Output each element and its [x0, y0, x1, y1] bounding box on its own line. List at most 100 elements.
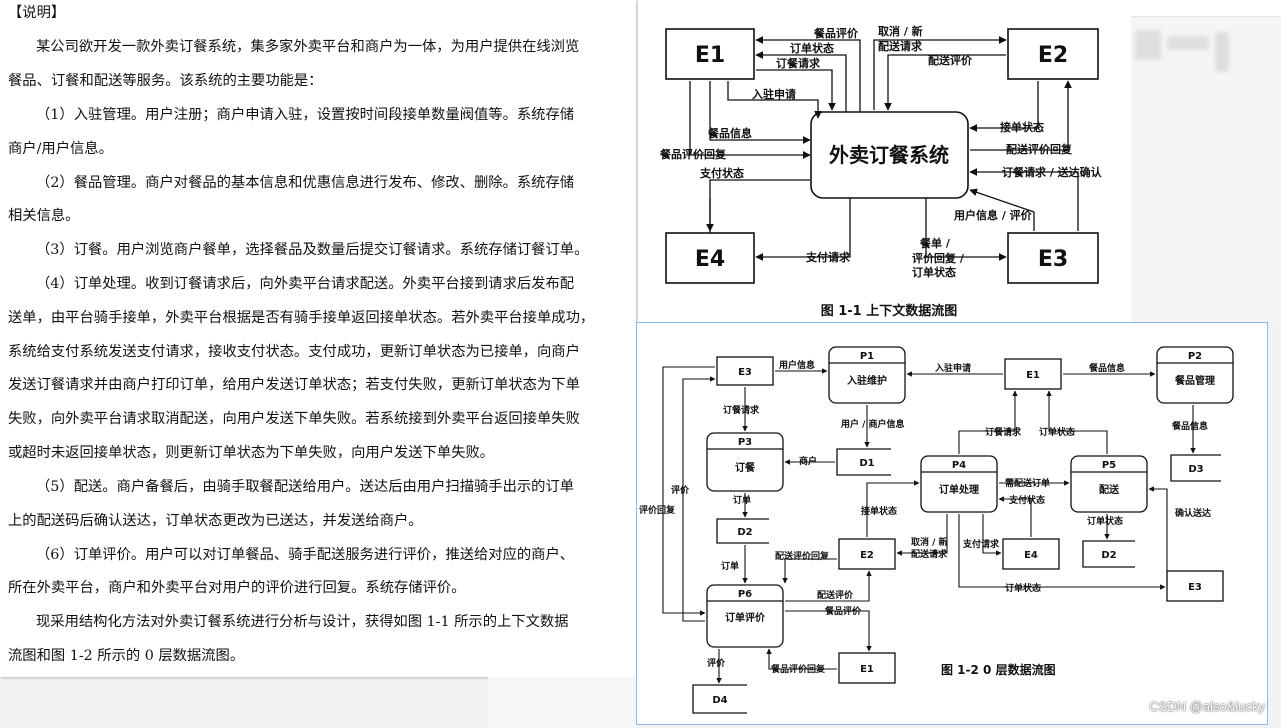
flow-review-loop — [662, 366, 715, 616]
label-e1-order-req: 订餐请求 — [776, 56, 821, 70]
entity-e1-bottom-box — [838, 652, 896, 684]
flow-delivery-reply — [782, 558, 837, 584]
process-p2-id: P2 — [1188, 351, 1202, 362]
doc-line: 某公司欲开发一款外卖订餐系统，集多家外卖平台和商户为一体，为用户提供在线浏览 — [36, 39, 580, 55]
entity-e1-bottom: E1 — [860, 664, 874, 675]
process-p1-name: 入驻维护 — [847, 374, 887, 387]
label-e1-order-status: 订单状态 — [790, 41, 834, 55]
label-order-req2: 订餐请求 — [985, 426, 1022, 438]
label-e1-pay-status: 支付状态 — [699, 166, 744, 180]
doc-line: 送单，由平台骑手接单，外卖平台根据是否有骑手接单返回接单状态。若外卖平台接单成功… — [8, 310, 595, 326]
label-review-reply: 评价回复 — [639, 504, 676, 516]
doc-line: （3）订餐。用户浏览商户餐单，选择餐品及数量后提交订餐请求。系统存储订餐订单。 — [36, 242, 589, 258]
label-review: 评价 — [671, 484, 690, 496]
label-accept-status: 接单状态 — [861, 505, 897, 517]
label-e3-menu-3: 订单状态 — [912, 265, 956, 279]
blurred-text — [1215, 32, 1229, 72]
doc-line: 所在外卖平台，商户和外卖平台对用户的评价进行回复。系统存储评价。 — [8, 580, 466, 596]
process-p5-id: P5 — [1102, 460, 1116, 471]
flow-e2-accept — [969, 81, 1039, 132]
process-p2-name: 餐品管理 — [1174, 374, 1215, 387]
entity-e2-box — [838, 538, 896, 570]
store-d1: D1 — [859, 458, 874, 469]
process-p6-id: P6 — [738, 589, 752, 600]
store-d2-right: D2 — [1101, 550, 1116, 561]
store-d2-left-shape — [716, 518, 769, 544]
label-order-status: 订单状态 — [1039, 426, 1075, 438]
doc-line: （1）入驻管理。用户注册；商户申请入驻，设置按时间段接单数量阀值等。系统存储 — [36, 107, 575, 123]
doc-line: 上的配送码后确认送达，订单状态更改为已送达，并发送给商户。 — [8, 513, 423, 529]
process-p1-id: P1 — [860, 351, 874, 362]
entity-e1-top-box — [1004, 358, 1062, 390]
section-heading: 【说明】 — [8, 5, 66, 21]
process-p3-id: P3 — [738, 437, 752, 448]
system-process-box — [810, 111, 969, 199]
label-e3-menu-1: 餐单 / — [919, 236, 951, 250]
label-e4-pay-req: 支付请求 — [805, 250, 851, 264]
store-d2-right-shape — [1082, 540, 1135, 568]
flow-order-status — [1046, 390, 1108, 454]
doc-line: 餐品、订餐和配送等服务。该系统的主要功能是： — [8, 73, 323, 89]
blurred-avatar-icon — [1135, 30, 1161, 60]
system-name: 外卖订餐系统 — [829, 143, 949, 167]
fig2-caption: 图 1-2 0 层数据流图 — [941, 662, 1056, 677]
flow-e1-pay-status — [706, 179, 810, 232]
doc-line: 或超时未返回接单状态，则更新订单状态为下单失败，向用户发送下单失败。 — [8, 445, 495, 461]
doc-line: 失败，向外卖平台请求取消配送，向用户发送下单失败。若系统接到外卖平台返回接单失败 — [8, 411, 580, 427]
page-gap — [488, 677, 638, 727]
doc-line: 系统给支付系统发送支付请求，接收支付状态。支付成功，更新订单状态为已接单，向商户 — [8, 344, 580, 360]
flow-cancel — [896, 514, 948, 556]
label-e2-accept-status: 接单状态 — [1000, 120, 1044, 134]
flow-e1-review-reply-in — [689, 81, 811, 159]
entity-e3-top-box — [716, 356, 774, 386]
blurred-text — [1167, 36, 1209, 50]
label-meal-info2: 餐品信息 — [1171, 420, 1208, 432]
label-e2-cancel-2: 配送请求 — [878, 39, 923, 53]
flow-order-status3 — [958, 514, 1166, 590]
doc-line: 相关信息。 — [8, 208, 80, 224]
flow-e1-join — [727, 81, 822, 119]
flow-e2-cancel — [873, 36, 1007, 110]
process-p4-box — [920, 455, 998, 513]
flow-pay-req — [982, 514, 1002, 556]
flow-confirm — [1148, 486, 1168, 585]
process-p4-name: 订单处理 — [939, 483, 979, 496]
flow-e3-menu — [925, 198, 1007, 261]
flow-delivery-review — [785, 570, 872, 602]
flow-e1-order-status — [755, 51, 847, 112]
flow-meal-review-reply — [766, 648, 837, 670]
label-order-status2: 订单状态 — [1087, 515, 1123, 527]
label-order2: 订单 — [721, 560, 739, 572]
label-e3-user-info: 用户信息 / 评价 — [954, 208, 1033, 222]
label-meal-info: 餐品信息 — [1088, 362, 1125, 374]
label-merchant: 商户 — [799, 455, 817, 467]
flow-order-req2 — [958, 390, 1018, 454]
flow-e2-delivery-reply — [970, 80, 1072, 151]
flow-e3-user-info — [969, 188, 1035, 231]
entity-e4: E4 — [1024, 550, 1038, 561]
fig1-caption: 图 1-1 上下文数据流图 — [821, 303, 958, 319]
entity-e2-box — [1007, 28, 1099, 80]
process-p3-box — [706, 432, 784, 492]
process-p4-id: P4 — [952, 460, 966, 471]
process-p3-name: 订餐 — [735, 461, 756, 474]
entity-e3: E3 — [1038, 247, 1068, 272]
blurred-side-area — [1131, 0, 1281, 322]
label-e3-menu-2: 评价回复 / — [912, 251, 965, 265]
context-dfd-figure: E1 E2 E3 E4 外卖订餐系统 餐品评价 订单状态 订餐请求 入驻申请 餐… — [638, 0, 1131, 322]
entity-e1-box — [665, 28, 755, 80]
process-p5-name: 配送 — [1099, 483, 1120, 496]
flow-e3-order-confirm — [969, 168, 1079, 231]
entity-e4: E4 — [695, 247, 725, 272]
label-order-req: 订餐请求 — [723, 404, 760, 416]
label-cancel-2: 配送请求 — [911, 548, 948, 560]
label-e1-meal-info: 餐品信息 — [707, 126, 752, 140]
label-meal-review: 餐品评价 — [824, 605, 862, 617]
entity-e3-top: E3 — [738, 367, 752, 378]
entity-e3-right: E3 — [1188, 582, 1202, 593]
entity-e4-box — [1002, 538, 1060, 570]
store-d4-shape — [692, 684, 747, 714]
entity-e2: E2 — [860, 550, 874, 561]
label-need-delivery: 需配送订单 — [1005, 477, 1050, 489]
process-p5-box — [1070, 455, 1148, 513]
